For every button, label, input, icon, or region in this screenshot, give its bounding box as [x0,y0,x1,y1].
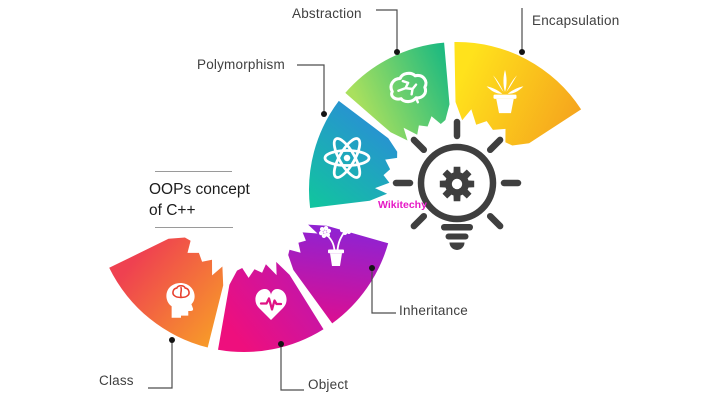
succulent-icon [486,69,524,114]
title-rule-bottom [155,227,233,228]
label-object: Object [308,377,349,392]
connector-polymorphism [297,64,325,114]
label-class: Class [99,373,134,388]
segment-abstraction [345,42,450,141]
connector-abstraction [376,9,398,52]
diagram-title: OOPs concept of C++ [149,171,259,228]
segment-encapsulation [454,41,582,146]
head-brain-icon [166,282,195,318]
heartbeat-icon [255,289,287,320]
label-encapsulation: Encapsulation [532,13,620,28]
connector-dot-class [169,337,175,343]
connector-dot-encapsulation [519,49,525,55]
title-line-1: OOPs concept [149,181,250,198]
title-line-2: of C++ [149,202,196,219]
connector-dot-inheritance [369,265,375,271]
title-rule-top [155,171,232,172]
connector-dot-abstraction [394,49,400,55]
label-inheritance: Inheritance [399,303,468,318]
connector-object [280,344,304,391]
connector-dot-polymorphism [321,111,327,117]
connector-dot-object [278,341,284,347]
label-polymorphism: Polymorphism [197,57,285,72]
segment-inheritance [288,224,389,324]
watermark-wikitechy: Wikitechy [378,199,427,211]
label-abstraction: Abstraction [292,6,362,21]
segment-class [109,237,224,348]
brain-icon [389,71,428,104]
connector-class [148,340,173,389]
atom-icon [323,137,371,179]
lightbulb-gear-icon [392,118,522,251]
flowerpot-icon [318,222,353,266]
connector-inheritance [371,268,396,314]
